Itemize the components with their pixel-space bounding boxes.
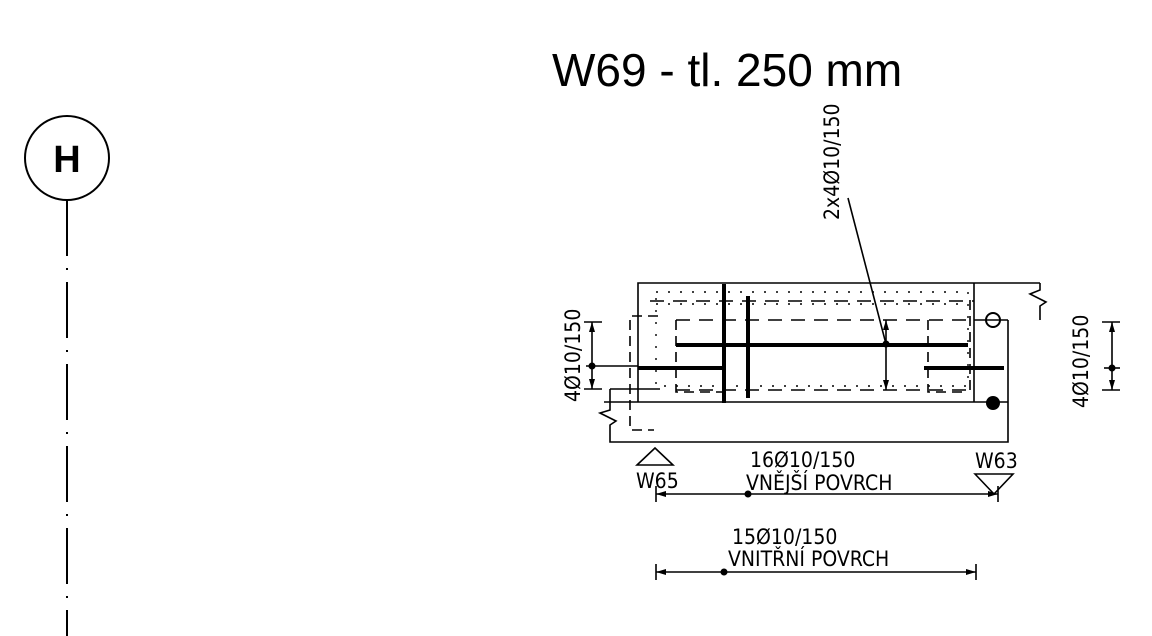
axis-marker-h: H: [24, 115, 110, 201]
top-rebar-callout: 2x4Ø10/150: [820, 103, 890, 390]
outer-surface-label: VNĚJŠÍ POVRCH: [746, 470, 892, 495]
stirrup-dotted-zones: [655, 291, 969, 387]
top-rebar-label: 2x4Ø10/150: [820, 103, 844, 220]
right-rebar-dimension: 4Ø10/150: [1069, 315, 1120, 408]
ref-left-label: W65: [636, 469, 679, 493]
section-ref-left: W65: [634, 446, 679, 493]
inner-surface-dimension: 15Ø10/150 VNITŘNÍ POVRCH: [655, 525, 977, 580]
inner-rebar-label: 15Ø10/150: [732, 525, 837, 549]
axis-letter: H: [53, 139, 80, 181]
right-rebar-label: 4Ø10/150: [1069, 315, 1093, 408]
rebar-bars: [638, 284, 1004, 410]
section-ref-right: W63: [973, 449, 1018, 496]
wall-section-outline: [597, 282, 1048, 443]
hidden-lines: [629, 300, 974, 431]
ref-right-label: W63: [975, 449, 1018, 473]
left-rebar-dimension: 4Ø10/150: [561, 309, 638, 402]
drawing-title: W69 - tl. 250 mm: [552, 44, 902, 96]
outer-surface-dimension: 16Ø10/150 VNĚJŠÍ POVRCH: [655, 448, 999, 502]
rebar-section-bottom: [986, 396, 1000, 410]
inner-surface-label: VNITŘNÍ POVRCH: [728, 546, 889, 571]
left-rebar-label: 4Ø10/150: [561, 309, 585, 402]
outer-rebar-label: 16Ø10/150: [750, 448, 855, 472]
rebar-section-top: [985, 312, 1001, 328]
